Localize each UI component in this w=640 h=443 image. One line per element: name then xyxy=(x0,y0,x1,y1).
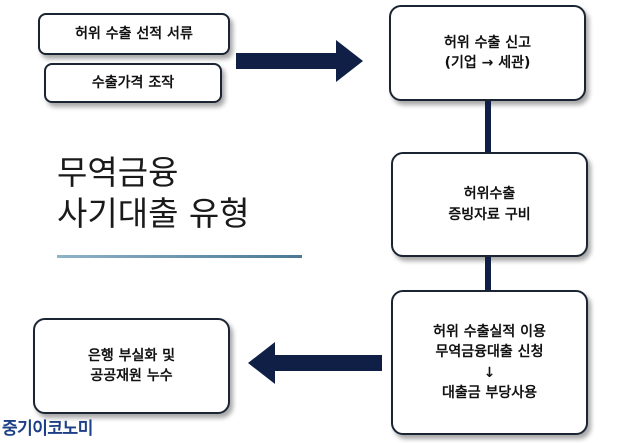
step-line: 허위 수출실적 이용 xyxy=(433,323,546,340)
title-line: 무역금융 xyxy=(57,153,179,192)
connector-line xyxy=(485,101,491,152)
step-line: 증빙자료 구비 xyxy=(448,206,531,223)
down-arrow-glyph: ↓ xyxy=(483,364,496,381)
step-line: (기업 → 세관) xyxy=(444,55,531,71)
step-line: 허위수출 xyxy=(463,186,516,203)
arrow-left-icon xyxy=(248,342,382,384)
step-line: 무역금융대출 신청 xyxy=(435,344,544,361)
result-box-bank-insolvency: 은행 부실화 및 공공재원 누수 xyxy=(33,318,230,414)
title-underline xyxy=(57,255,302,258)
input-box-label: 수출가격 조작 xyxy=(91,74,175,91)
step-box-prepare-evidence: 허위수출 증빙자료 구비 xyxy=(391,152,588,257)
step-line: 대출금 부당사용 xyxy=(441,384,538,401)
diagram-title: 무역금융 사기대출 유형 xyxy=(57,152,250,235)
input-box-label: 허위 수출 선적 서류 xyxy=(75,25,193,42)
connector-line xyxy=(485,257,491,290)
title-line: 사기대출 유형 xyxy=(57,194,250,234)
step-box-false-export-report: 허위 수출 신고 (기업 → 세관) xyxy=(389,5,586,101)
step-box-loan-abuse: 허위 수출실적 이용 무역금융대출 신청 ↓ 대출금 부당사용 xyxy=(391,290,588,435)
result-line: 공공재원 누수 xyxy=(90,368,173,384)
publisher-logo: 중기이코노미 xyxy=(2,419,93,439)
step-line: 허위 수출 신고 xyxy=(443,34,532,51)
input-box-false-shipping-docs: 허위 수출 선적 서류 xyxy=(38,13,230,55)
result-line: 은행 부실화 및 xyxy=(87,347,176,364)
input-box-price-manipulation: 수출가격 조작 xyxy=(44,63,222,103)
arrow-right-icon xyxy=(236,40,363,82)
